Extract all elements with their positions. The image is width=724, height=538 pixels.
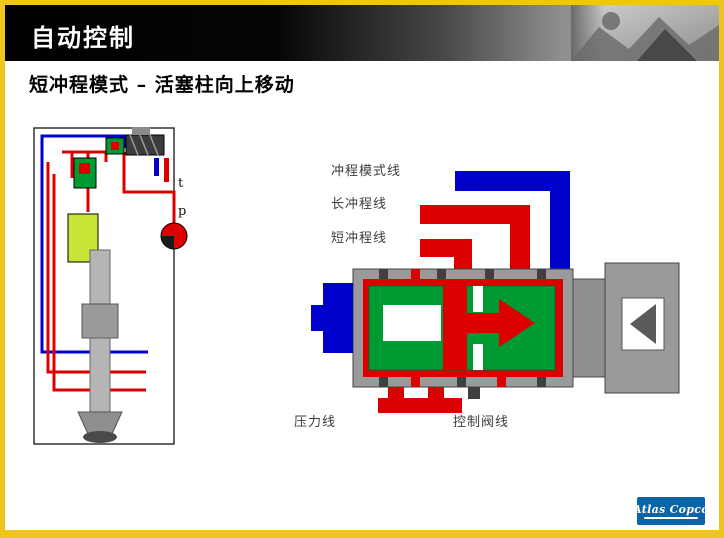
control-block (73, 157, 97, 189)
piston-assembly (77, 249, 123, 443)
label-stroke-mode-line: 冲程模式线 (331, 164, 402, 179)
short-stroke-pipe (420, 239, 472, 269)
pump-icon (160, 222, 188, 250)
label-pressure-line: 压力线 (294, 415, 337, 430)
logo-underline (644, 517, 698, 519)
label-p-port: p (178, 204, 187, 219)
label-long-stroke-line: 长冲程线 (331, 197, 388, 212)
header-photo-image (571, 5, 719, 61)
header-bar: 自动控制 (5, 5, 719, 61)
pilot-valve (105, 127, 169, 182)
valve-blue-end-cap (311, 283, 353, 353)
pressure-control-pipes (378, 387, 462, 413)
long-stroke-pipe (420, 205, 530, 269)
slide-subtitle: 短冲程模式 – 活塞柱向上移动 (29, 74, 295, 96)
valve-body (352, 268, 574, 388)
piston-housing (572, 262, 680, 394)
label-short-stroke-line: 短冲程线 (331, 231, 388, 246)
atlas-copco-logo: Atlas Copco (633, 497, 709, 525)
valve-cross-section-diagram (311, 171, 680, 413)
slide-title: 自动控制 (31, 23, 135, 52)
logo-text: Atlas Copco (633, 503, 709, 516)
piston-arrow (630, 304, 656, 344)
bottom-port-tick (468, 387, 480, 399)
label-control-valve-line: 控制阀线 (453, 415, 510, 430)
label-t-port: t (178, 176, 184, 191)
header-photo (571, 5, 719, 61)
stroke-mode-pipe (455, 171, 570, 269)
hydraulic-schematic-diagram (33, 127, 188, 445)
